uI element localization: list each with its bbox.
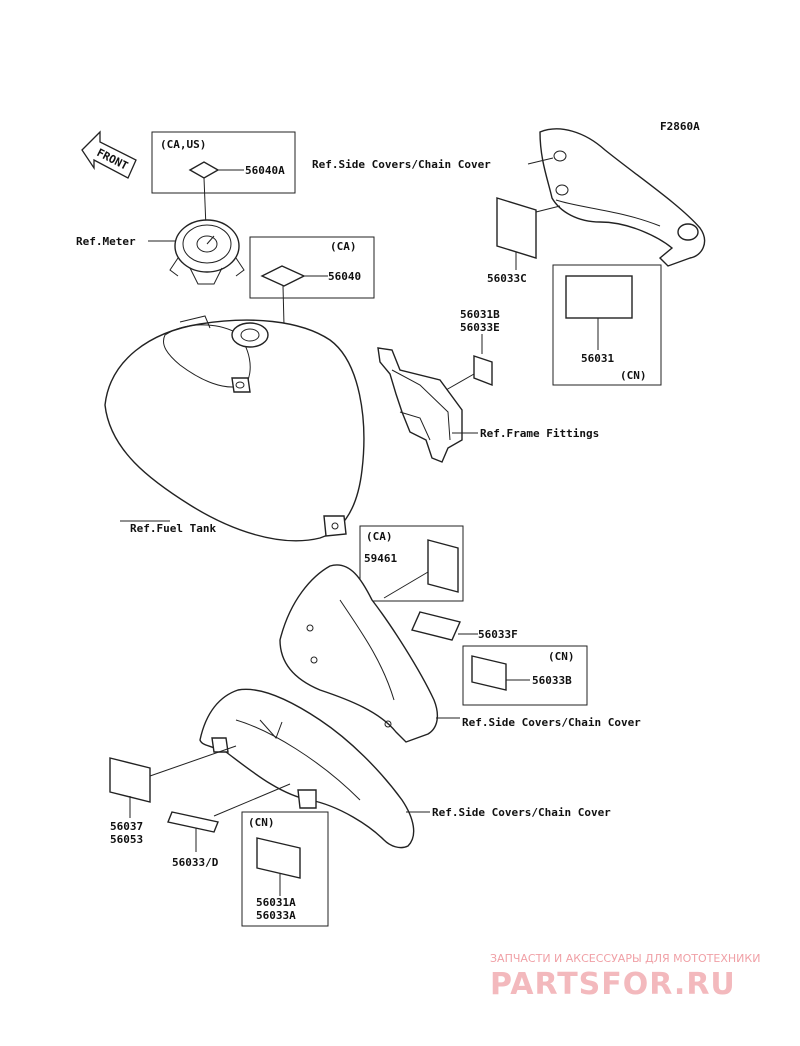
region-cn-1: (CN) [620, 369, 647, 382]
region-ca-us: (CA,US) [160, 138, 206, 151]
region-cn-2: (CN) [548, 650, 575, 663]
callout-box-cn-1 [552, 264, 662, 386]
watermark-brand: PARTSFOR.RU [490, 967, 736, 1002]
frame-fitting-part [377, 347, 463, 463]
part-59461: 59461 [364, 552, 397, 565]
label-56040-shape [260, 265, 306, 287]
part-56033A: 56033A [256, 909, 296, 922]
front-arrow-icon: FRONT [81, 130, 137, 179]
ref-meter: Ref.Meter [76, 235, 136, 248]
label-59461-shape [427, 539, 459, 593]
side-cover-top-part [539, 128, 706, 267]
ref-side-covers-top: Ref.Side Covers/Chain Cover [312, 158, 491, 171]
meter-part [169, 219, 245, 285]
label-56031-shape [565, 275, 633, 319]
part-56037: 56037 [110, 820, 143, 833]
region-ca-2: (CA) [366, 530, 393, 543]
callout-box-ca-2 [359, 525, 464, 602]
label-56033D-shape [167, 811, 219, 833]
part-56031B: 56031B [460, 308, 500, 321]
label-56033C-shape [496, 197, 537, 259]
label-56033F-shape [411, 611, 461, 641]
part-56040: 56040 [328, 270, 361, 283]
label-56031A-shape [256, 837, 301, 879]
part-56033E: 56033E [460, 321, 500, 334]
part-56033D: 56033/D [172, 856, 219, 869]
ref-side-covers-bot: Ref.Side Covers/Chain Cover [432, 806, 611, 819]
fuel-tank-part [104, 315, 365, 542]
label-56031B-shape [473, 355, 493, 387]
region-cn-3: (CN) [248, 816, 275, 829]
part-56033F: 56033F [478, 628, 518, 641]
label-56040A-shape [188, 161, 220, 179]
diagram-code: F2860A [660, 120, 700, 133]
part-56033C: 56033C [487, 272, 527, 285]
callout-box-cn-2 [462, 645, 588, 706]
callout-box-ca-us [151, 131, 296, 194]
chain-cover-part [199, 688, 415, 849]
part-56031A: 56031A [256, 896, 296, 909]
part-56031: 56031 [581, 352, 614, 365]
ref-frame-fittings: Ref.Frame Fittings [480, 427, 599, 440]
label-56037-shape [109, 757, 151, 803]
part-56040A: 56040A [245, 164, 285, 177]
ref-side-covers-mid: Ref.Side Covers/Chain Cover [462, 716, 641, 729]
side-cover-mid-part [279, 564, 439, 743]
callout-box-ca-1 [249, 236, 375, 299]
part-56053: 56053 [110, 833, 143, 846]
ref-fuel-tank: Ref.Fuel Tank [130, 522, 216, 535]
part-56033B: 56033B [532, 674, 572, 687]
region-ca-1: (CA) [330, 240, 357, 253]
label-56033B-shape [471, 655, 507, 691]
callout-box-cn-3 [241, 811, 329, 927]
watermark-tagline: ЗАПЧАСТИ И АКСЕССУАРЫ ДЛЯ МОТОТЕХНИКИ [490, 952, 760, 965]
